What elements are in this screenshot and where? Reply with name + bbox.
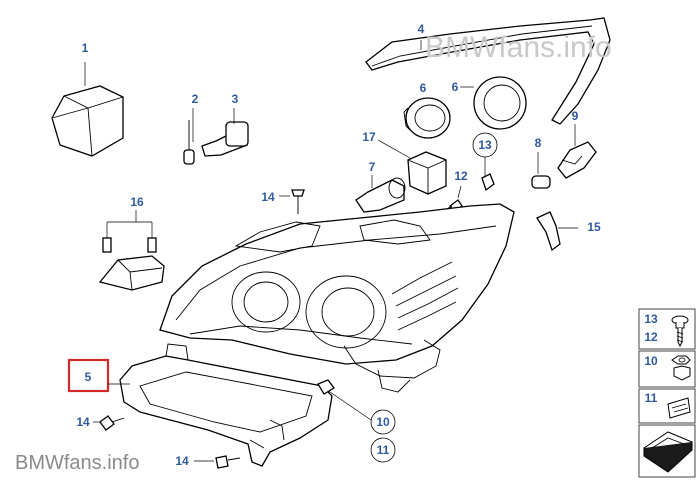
sidebar-label-11: 11 [645,391,658,405]
highlight-box [67,358,110,393]
callout-14-bottom[interactable]: 14 [175,454,189,468]
part-10-nut[interactable] [317,379,335,395]
sidebar-clip-icon [667,397,691,419]
part-15-bracket[interactable] [536,211,578,252]
callout-14-left[interactable]: 14 [76,415,90,429]
sidebar-label-13: 13 [644,312,658,326]
callout-6-right[interactable]: 6 [452,80,459,94]
part-4-seal-strip[interactable] [365,17,611,125]
part-14-screw-left[interactable] [93,415,125,431]
part-14-screw-top[interactable] [279,189,305,214]
callout-15[interactable]: 15 [587,220,601,234]
part-7-xenon-bulb[interactable] [355,175,406,213]
callout-14-top[interactable]: 14 [261,190,275,204]
callout-1[interactable]: 1 [82,41,89,55]
sidebar-pad-icon [643,431,693,473]
part-2-bulb[interactable] [183,108,195,165]
callout-9[interactable]: 9 [572,109,579,123]
callout-3[interactable]: 3 [232,92,239,106]
sidebar-label-12: 12 [644,330,658,344]
part-1-bulb-box[interactable] [51,62,124,157]
headlight-housing[interactable] [159,203,515,393]
watermark-bottom: BMWfans.info [15,452,140,474]
sidebar-panel-11[interactable]: 11 [638,388,696,424]
callout-10-ring [370,409,396,435]
callout-7[interactable]: 7 [369,160,376,174]
part-5-lower-bracket[interactable] [119,343,333,467]
part-16-adjuster[interactable] [98,210,165,291]
callout-16[interactable]: 16 [130,195,144,209]
part-3-bulb-socket[interactable] [201,108,249,157]
callout-6-left[interactable]: 6 [420,81,427,95]
part-8-bulb[interactable] [531,152,551,189]
hardware-sidebar: 13 12 10 11 [638,308,696,478]
callout-17[interactable]: 17 [362,130,376,144]
watermark-top: BMWfans.info [425,31,612,64]
sidebar-panel-pad[interactable] [638,424,696,478]
sidebar-label-10: 10 [644,354,658,368]
part-14-screw-bottom[interactable] [194,455,241,469]
callout-12[interactable]: 12 [454,169,468,183]
callout-13[interactable]: 13 [478,138,492,152]
callout-4[interactable]: 4 [418,22,425,36]
part-6-cap-right[interactable] [460,76,527,130]
callout-5[interactable]: 5 [85,370,92,384]
sidebar-nut-icon [671,355,691,381]
callout-2[interactable]: 2 [192,92,199,106]
part-9-bulb-holder[interactable] [557,124,597,179]
part-13-clip[interactable] [481,157,495,192]
part-6-cap-left[interactable] [403,97,451,139]
sidebar-panel-13-12[interactable]: 13 12 [638,308,696,350]
callout-11[interactable]: 11 [377,443,390,457]
callout-8[interactable]: 8 [535,136,542,150]
part-17-igniter[interactable] [377,139,447,195]
callout-10[interactable]: 10 [376,415,390,429]
sidebar-panel-10[interactable]: 10 [638,350,696,388]
callout-11-ring [370,437,396,463]
sidebar-screw-icon [671,315,689,348]
